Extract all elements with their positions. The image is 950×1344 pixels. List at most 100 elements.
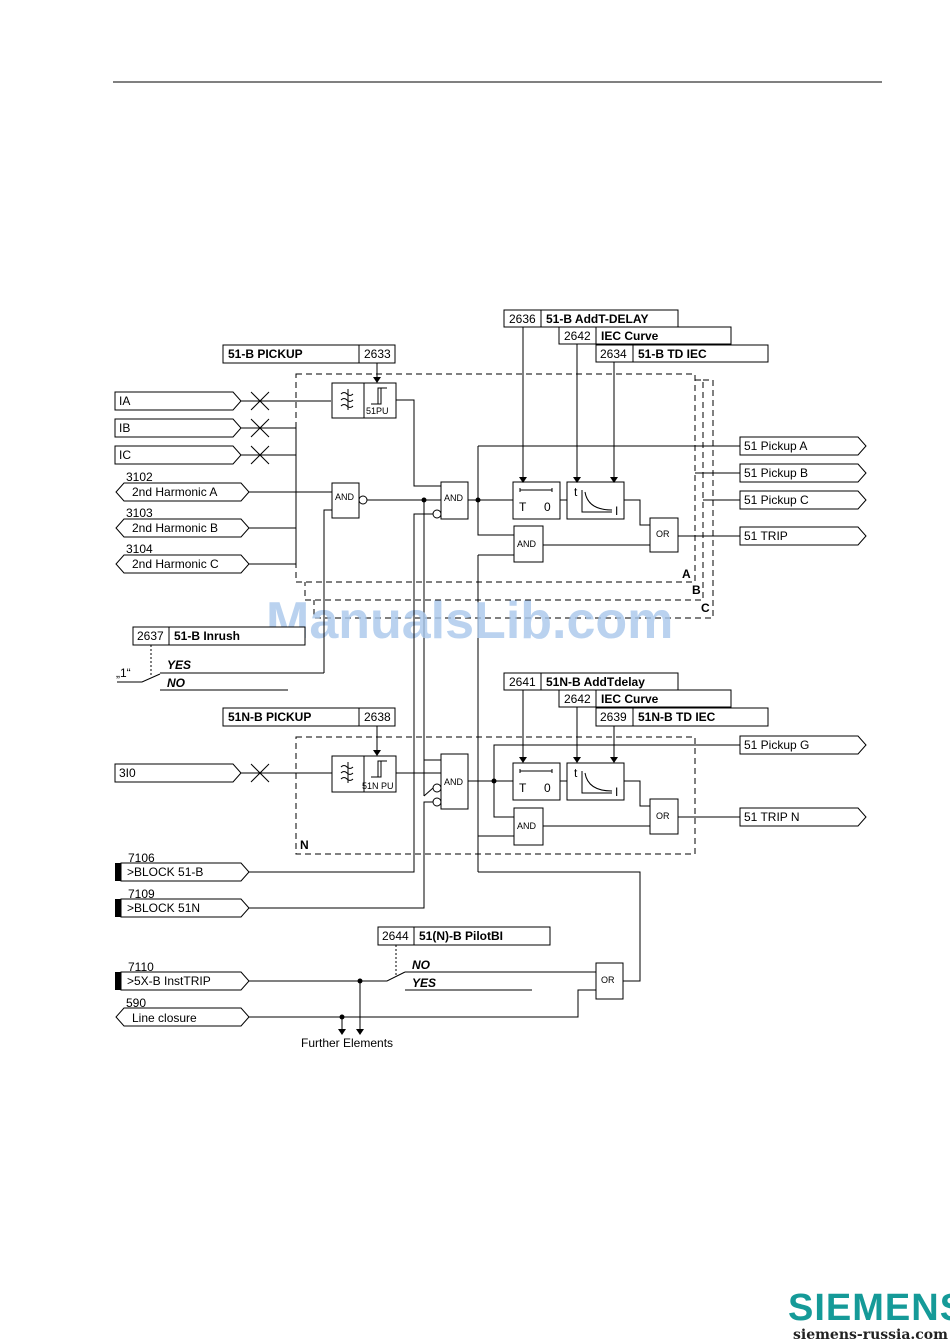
output-pickup-c-label: 51 Pickup C (744, 493, 809, 507)
param-2636-name: 51-B AddT-DELAY (546, 312, 648, 326)
output-trip-n-label: 51 TRIP N (744, 810, 800, 824)
param-2639-num: 2639 (600, 710, 627, 724)
input-2nd-harmonic-c: 3104 2nd Harmonic C (115, 542, 296, 574)
output-51-trip-n: 51 TRIP N (678, 807, 867, 827)
filter-pickup-lower: 51N PU (331, 726, 397, 793)
output-pickup-b-label: 51 Pickup B (744, 466, 808, 480)
param-2636: 2636 51-B AddT-DELAY (503, 309, 679, 328)
block-b-frame (304, 379, 704, 601)
filter-pickup-upper: 51PU (331, 363, 397, 419)
param-2633-num: 2633 (364, 347, 391, 361)
output-51-pickup-c: 51 Pickup C (703, 490, 867, 510)
timer-0: 0 (544, 500, 551, 514)
output-pickup-a-label: 51 Pickup A (744, 439, 807, 453)
block-n-label: N (300, 838, 309, 852)
input-ic-label: IC (119, 448, 131, 462)
filter-icon (340, 762, 354, 783)
input-ib: IB (114, 418, 296, 438)
watermark: ManualsLib.com (266, 592, 673, 650)
and-gate-main-upper: AND (432, 481, 469, 520)
param-2637-name: 51-B Inrush (174, 629, 240, 643)
or-gate-trip-lower: OR (649, 798, 679, 835)
or-gate-trip-upper: OR (649, 517, 679, 553)
and-label: AND (517, 539, 537, 549)
lineclosure-name: Line closure (132, 1011, 197, 1025)
harm-a-name: 2nd Harmonic A (132, 485, 217, 499)
timer-lower: T 0 (512, 762, 561, 801)
input-line-closure: 590 Line closure (115, 989, 596, 1027)
harm-a-num: 3102 (126, 470, 153, 484)
output-51-pickup-a: 51 Pickup A (477, 436, 867, 500)
brand-url: siemens-russia.com (793, 1327, 948, 1343)
param-2644-name: 51(N)-B PilotBI (419, 929, 503, 943)
output-pickup-g-label: 51 Pickup G (744, 738, 809, 752)
insttrip-name: >5X-B InstTRIP (127, 974, 211, 988)
block-b-label: B (692, 583, 701, 597)
param-2642-upper-num: 2642 (564, 329, 591, 343)
input-insttrip: 7110 >5X-B InstTRIP (115, 960, 250, 991)
block-n-frame (295, 736, 696, 855)
param-2637: 2637 51-B Inrush (132, 626, 306, 646)
param-2633-name: 51-B PICKUP (228, 347, 303, 361)
input-block-51b: 7106 >BLOCK 51-B (115, 513, 433, 882)
threshold-icon (371, 387, 387, 405)
input-block-51n: 7109 >BLOCK 51N (115, 801, 433, 918)
param-2644: 2644 51(N)-B PilotBI (377, 926, 551, 946)
pilot-switch: NO YES (249, 945, 596, 991)
or-gate-pilot: OR (595, 962, 624, 1000)
param-2639-name: 51N-B TD IEC (638, 710, 716, 724)
switch-no-label: NO (167, 676, 186, 690)
param-2634: 2634 51-B TD IEC (595, 344, 769, 363)
param-2642-lower: 2642 IEC Curve (558, 689, 732, 708)
pilot-yes-label: YES (412, 976, 436, 990)
input-2nd-harmonic-a: 3102 2nd Harmonic A (115, 470, 332, 502)
param-2638: 51N-B PICKUP 2638 (222, 707, 396, 727)
input-3i0: 3I0 (114, 763, 332, 783)
or-label: OR (656, 811, 670, 821)
input-ia-label: IA (119, 394, 130, 408)
and-label: AND (335, 492, 355, 502)
curve-upper: t I (566, 481, 625, 520)
pickup-label-51npu: 51N PU (362, 781, 394, 791)
block51b-name: >BLOCK 51-B (127, 865, 203, 879)
curve-lower: t I (566, 762, 625, 801)
param-2638-num: 2638 (364, 710, 391, 724)
param-2636-num: 2636 (509, 312, 536, 326)
input-2nd-harmonic-b: 3103 2nd Harmonic B (115, 506, 296, 538)
pilot-no-label: NO (412, 958, 431, 972)
param-2633: 51-B PICKUP 2633 (222, 344, 396, 364)
block-c-label: C (701, 601, 710, 615)
or-label: OR (601, 975, 615, 985)
output-51-trip: 51 TRIP (678, 526, 867, 546)
curve-i: I (615, 504, 618, 518)
lineclosure-num: 590 (126, 996, 146, 1010)
and-label: AND (444, 493, 464, 503)
threshold-icon (371, 760, 387, 778)
block-c-frame (313, 379, 714, 619)
harm-b-num: 3103 (126, 506, 153, 520)
param-2638-name: 51N-B PICKUP (228, 710, 311, 724)
input-3i0-label: 3I0 (119, 766, 136, 780)
and-gate-trip-lower: AND (513, 807, 544, 846)
further-elements-label: Further Elements (301, 1036, 393, 1050)
output-trip-label: 51 TRIP (744, 529, 788, 543)
param-2641-num: 2641 (509, 675, 536, 689)
timer-upper: T 0 (512, 481, 561, 520)
param-2641: 2641 51N-B AddTdelay (503, 672, 679, 691)
param-2634-num: 2634 (600, 347, 627, 361)
and-gate-trip-upper: AND (513, 525, 544, 563)
switch-yes-label: YES (167, 658, 191, 672)
param-2641-name: 51N-B AddTdelay (546, 675, 645, 689)
and-gate-inrush-upper: AND (331, 482, 368, 519)
block-a-label: A (682, 567, 691, 581)
and-gate-main-lower: AND (432, 753, 469, 810)
param-2634-name: 51-B TD IEC (638, 347, 707, 361)
and-label: AND (444, 777, 464, 787)
timer-0: 0 (544, 781, 551, 795)
input-ib-label: IB (119, 421, 130, 435)
block51n-name: >BLOCK 51N (127, 901, 200, 915)
insttrip-num: 7110 (128, 960, 154, 974)
and-label: AND (517, 821, 537, 831)
timer-t: T (519, 500, 527, 514)
